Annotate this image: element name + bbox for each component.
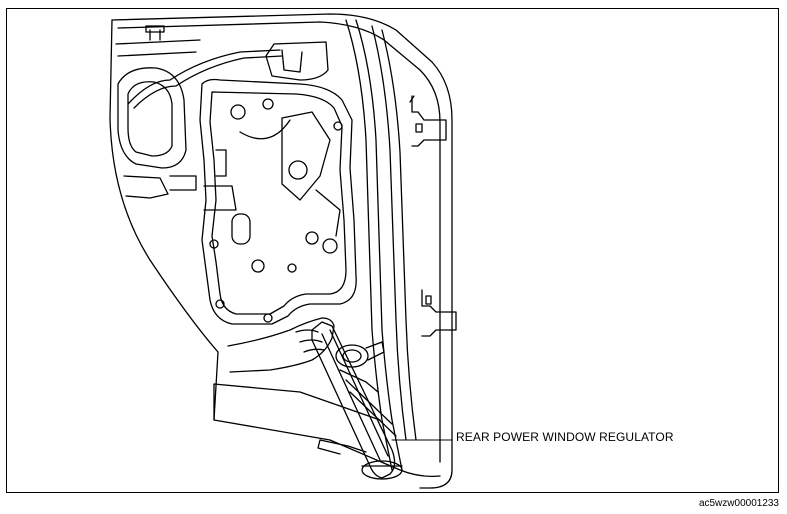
inner-panel [199,78,357,325]
speaker-opening [115,39,201,199]
window-regulator [311,321,403,480]
figure-id: ac5wzw00001233 [698,498,779,509]
window-channel [345,19,417,471]
wiring-harness [127,25,329,109]
hinge-brackets [409,95,457,337]
hand [227,317,335,373]
callout-label: REAR POWER WINDOW REGULATOR [456,430,674,444]
figure-frame [6,8,779,493]
